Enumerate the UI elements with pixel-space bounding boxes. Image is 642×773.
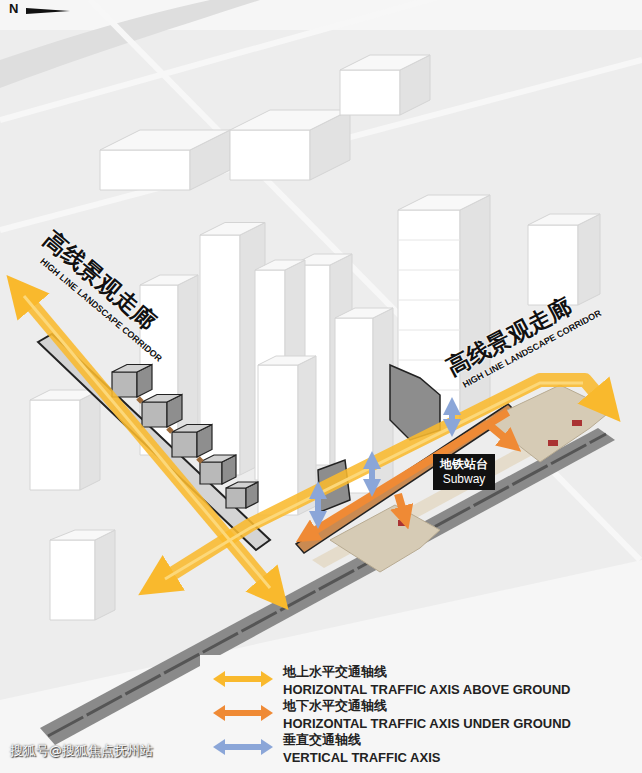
station-name-en: Subway xyxy=(440,472,488,487)
north-label: N xyxy=(9,2,18,17)
legend-arrow xyxy=(213,705,273,721)
traffic-axes xyxy=(20,291,607,594)
legend-spacer xyxy=(413,730,613,747)
legend-entry: 垂直交通轴线 VERTICAL TRAFFIC AXIS xyxy=(283,730,613,766)
legend-text: 地下水平交通轴线 HORIZONTAL TRAFFIC AXIS UNDER G… xyxy=(283,698,571,731)
station-name: 地铁站台 xyxy=(440,457,488,472)
legend-spacer xyxy=(413,696,613,713)
station-tag: 地铁站台Subway xyxy=(433,454,495,490)
right-corridor xyxy=(296,365,516,553)
legend-arrow xyxy=(213,671,273,687)
legend-text: 地上水平交通轴线 HORIZONTAL TRAFFIC AXIS ABOVE G… xyxy=(283,664,570,697)
railway xyxy=(40,385,615,745)
legend-spacer xyxy=(413,662,613,679)
legend-arrow xyxy=(213,739,273,755)
legend-entry: 地下水平交通轴线 HORIZONTAL TRAFFIC AXIS UNDER G… xyxy=(283,696,613,732)
buildings xyxy=(30,55,600,620)
legend-ground xyxy=(200,655,642,767)
north-arrow xyxy=(26,8,70,14)
legend-entry: 地上水平交通轴线 HORIZONTAL TRAFFIC AXIS ABOVE G… xyxy=(283,662,613,698)
legend-text: 垂直交通轴线 VERTICAL TRAFFIC AXIS xyxy=(283,732,440,765)
watermark: 搜狐号@搜狐焦点抚州站 xyxy=(10,744,153,759)
